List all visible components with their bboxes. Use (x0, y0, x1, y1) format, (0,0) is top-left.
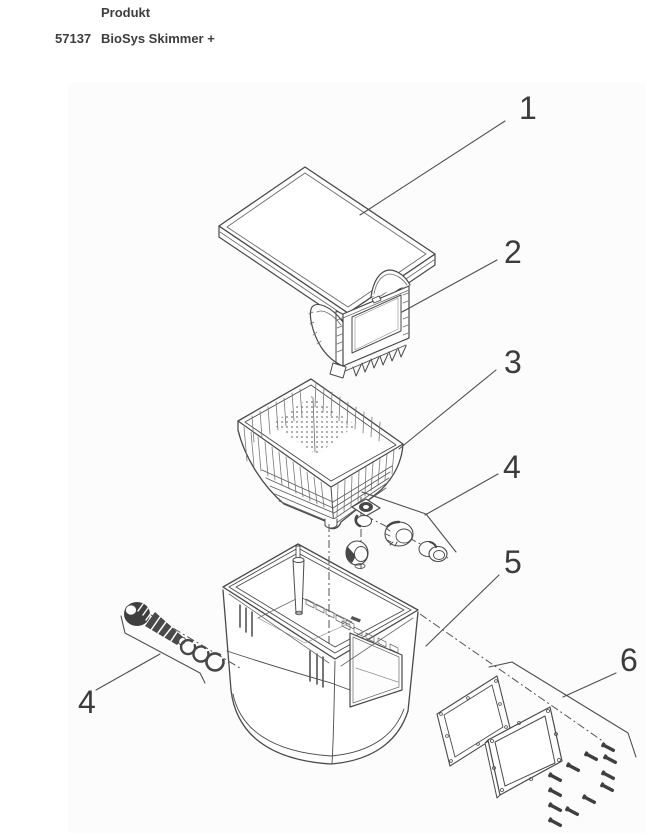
leader-2 (401, 259, 498, 313)
bracket-4-left (120, 615, 206, 684)
product-name: BioSys Skimmer + (101, 31, 215, 46)
callout-3-label: 3 (504, 344, 522, 380)
part-flange-frame (484, 706, 563, 799)
part-fitting-set-left (124, 602, 225, 672)
leader-3 (398, 369, 497, 450)
callout-4-right-label: 4 (503, 449, 521, 485)
callout-4-left-label: 4 (78, 684, 96, 720)
leader-4-left (95, 653, 161, 691)
bracket-6 (488, 661, 637, 758)
axis-flange-set (419, 613, 605, 743)
callout-6-label: 6 (620, 642, 638, 678)
leader-4-right (424, 473, 499, 516)
product-number: 57137 (55, 31, 92, 46)
column-header-produkt: Produkt (101, 5, 151, 20)
leader-5 (425, 574, 500, 647)
bracket-4-right (361, 491, 457, 553)
part-flap-frame (308, 269, 411, 379)
callout-2-label: 2 (504, 234, 522, 270)
callout-leaders (95, 120, 637, 758)
part-fitting-set-right (345, 498, 448, 569)
part-housing (222, 543, 419, 765)
leader-6 (562, 672, 617, 698)
part-debris-basket (237, 378, 404, 530)
leader-1 (359, 120, 506, 216)
callout-5-label: 5 (504, 544, 522, 580)
callout-1-label: 1 (519, 90, 537, 126)
